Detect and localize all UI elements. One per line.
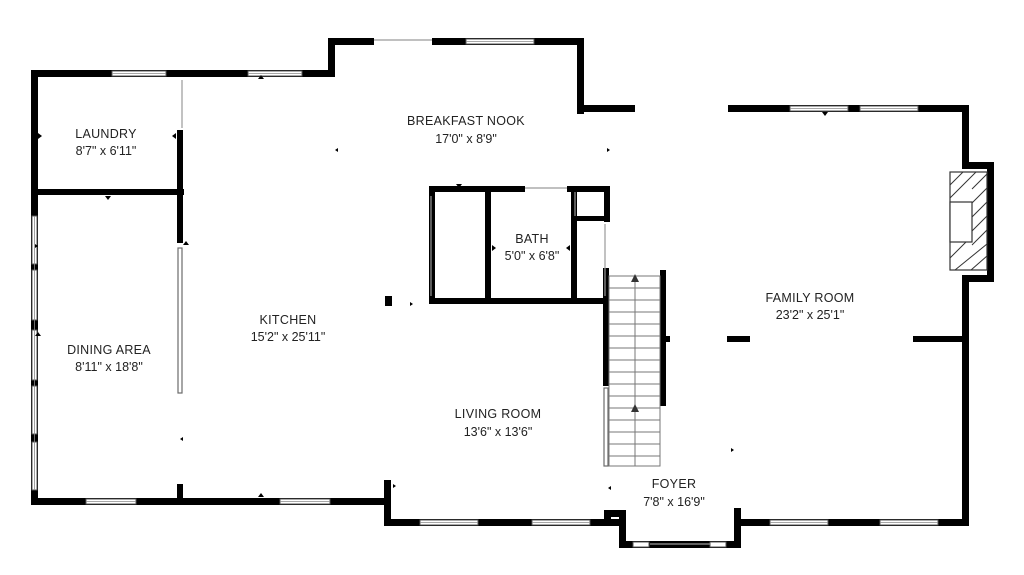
room-name-living: LIVING ROOM (455, 407, 542, 421)
windows (31, 38, 939, 548)
thin-walls (177, 80, 609, 467)
room-dims-family: 23'2" x 25'1" (776, 308, 845, 322)
room-dims-breakfast: 17'0" x 8'9" (435, 132, 497, 146)
room-labels: LAUNDRY 8'7" x 6'11" DINING AREA 8'11" x… (67, 114, 854, 509)
room-name-kitchen: KITCHEN (260, 313, 317, 327)
room-name-dining: DINING AREA (67, 343, 151, 357)
staircase (608, 274, 661, 467)
room-dims-laundry: 8'7" x 6'11" (76, 144, 137, 158)
marker-ticks (35, 75, 828, 497)
room-name-bath: BATH (515, 232, 549, 246)
room-dims-dining: 8'11" x 18'8" (75, 360, 143, 374)
room-dims-foyer: 7'8" x 16'9" (643, 495, 705, 509)
interior-walls (31, 130, 969, 504)
room-name-foyer: FOYER (652, 477, 697, 491)
room-dims-living: 13'6" x 13'6" (464, 425, 533, 439)
room-name-laundry: LAUNDRY (75, 127, 137, 141)
room-name-breakfast: BREAKFAST NOOK (407, 114, 525, 128)
room-dims-bath: 5'0" x 6'8" (505, 249, 560, 263)
room-dims-kitchen: 15'2" x 25'11" (251, 330, 326, 344)
fireplace (949, 171, 988, 271)
room-name-family: FAMILY ROOM (766, 291, 855, 305)
